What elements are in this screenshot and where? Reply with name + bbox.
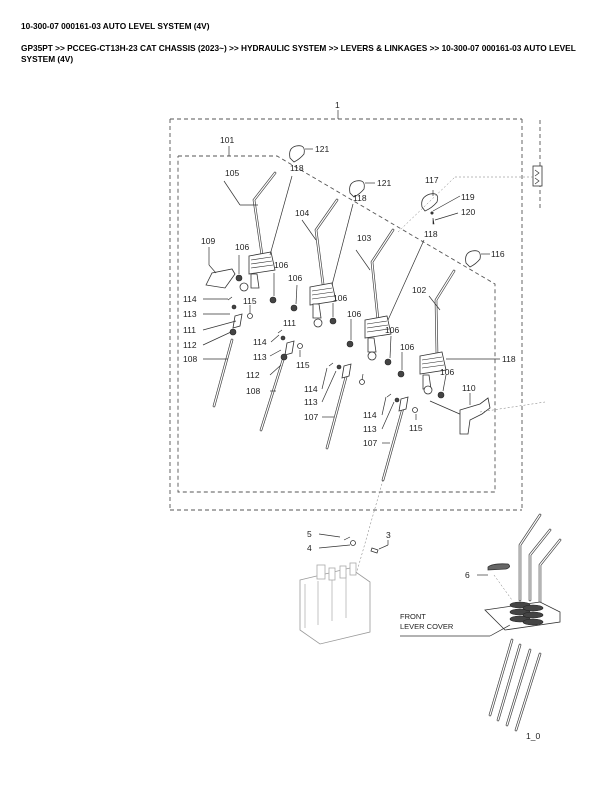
callout-104: 104 [295, 208, 309, 218]
callout-118: 118 [353, 193, 367, 203]
callout-115: 115 [243, 296, 257, 306]
assembly-boundary-1 [169, 110, 523, 511]
callout-108: 108 [246, 386, 260, 396]
callout-3: 3 [386, 530, 391, 540]
note-lever-cover: LEVER COVER [400, 622, 454, 631]
assembled-lever-view [400, 513, 562, 732]
boots [509, 601, 544, 626]
figure-id: 1_0 [526, 731, 540, 741]
callout-119: 119 [461, 192, 475, 202]
callout-labels: 1 101 121 118 105 121 118 104 117 119 12… [183, 100, 540, 741]
leader-lines [202, 298, 417, 444]
assembly-boundary-101 [177, 146, 496, 493]
link-107-b [355, 393, 418, 576]
knob-117 [397, 176, 461, 233]
lever-105 [223, 171, 293, 292]
link-108-b [259, 329, 303, 432]
callout-120: 120 [461, 207, 475, 217]
callout-106: 106 [347, 309, 361, 319]
lever-103 [355, 228, 425, 361]
callout-106: 106 [400, 342, 414, 352]
callout-4: 4 [307, 543, 312, 553]
knob-116 [465, 250, 490, 268]
callout-112: 112 [183, 340, 197, 350]
callout-101: 101 [220, 135, 234, 145]
callout-121: 121 [377, 178, 391, 188]
callout-106: 106 [235, 242, 249, 252]
callout-102: 102 [412, 285, 426, 295]
callout-107: 107 [363, 438, 377, 448]
continuation-marker [455, 120, 543, 210]
callout-118: 118 [424, 229, 438, 239]
callout-113: 113 [253, 352, 267, 362]
bracket-110 [429, 393, 546, 435]
callout-1: 1 [335, 100, 340, 110]
callout-114: 114 [253, 337, 267, 347]
callout-106: 106 [385, 325, 399, 335]
hardware-3-4-5 [318, 533, 389, 554]
callout-113: 113 [363, 424, 377, 434]
link-107-a [325, 362, 365, 450]
callout-114: 114 [363, 410, 377, 420]
callout-105: 105 [225, 168, 239, 178]
callout-106: 106 [440, 367, 454, 377]
link-108-a [212, 296, 253, 408]
callout-116: 116 [491, 249, 505, 259]
callout-111: 111 [283, 318, 296, 328]
callout-121: 121 [315, 144, 329, 154]
note-front: FRONT [400, 612, 426, 621]
callout-106: 106 [274, 260, 288, 270]
callout-113: 113 [183, 309, 197, 319]
page-title: 10-300-07 000161-03 AUTO LEVEL SYSTEM (4… [21, 21, 210, 31]
callout-107: 107 [304, 412, 318, 422]
breadcrumb: GP35PT >> PCCEG-CT13H-23 CAT CHASSIS (20… [21, 43, 576, 64]
callout-112: 112 [246, 370, 260, 380]
control-valve-body [299, 562, 371, 645]
bracket-109 [205, 247, 236, 289]
callout-115: 115 [409, 423, 423, 433]
knob-121-a [289, 145, 313, 163]
callout-111: 111 [183, 325, 196, 335]
callout-110: 110 [462, 383, 476, 393]
lever-102 [419, 269, 500, 395]
callout-114: 114 [304, 384, 318, 394]
knob-121-b [349, 180, 375, 198]
callout-118: 118 [502, 354, 516, 364]
callout-118: 118 [290, 163, 304, 173]
callout-103: 103 [357, 233, 371, 243]
callout-113: 113 [304, 397, 318, 407]
callout-108: 108 [183, 354, 197, 364]
lever-104 [301, 198, 354, 328]
callout-115: 115 [296, 360, 310, 370]
callout-117: 117 [425, 175, 439, 185]
callout-114: 114 [183, 294, 197, 304]
callout-5: 5 [307, 529, 312, 539]
callout-106: 106 [333, 293, 347, 303]
callout-106: 106 [288, 273, 302, 283]
callout-6: 6 [465, 570, 470, 580]
callout-109: 109 [201, 236, 215, 246]
nuts-106 [235, 255, 447, 399]
